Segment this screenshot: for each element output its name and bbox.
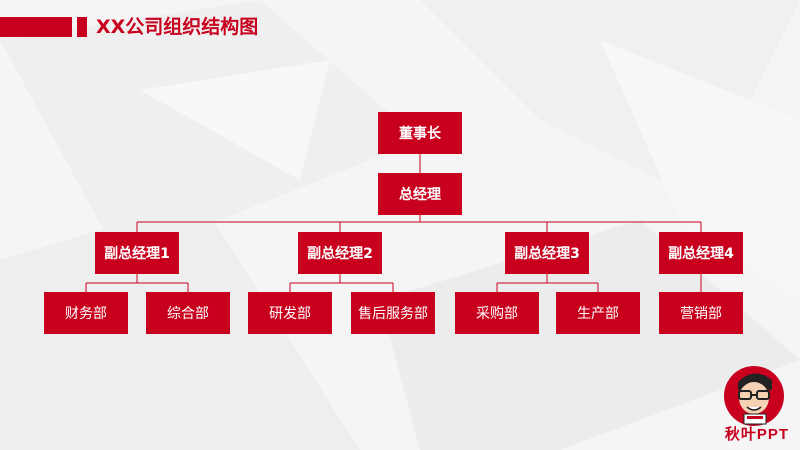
cartoon-mascot-icon <box>724 366 784 426</box>
title-accent-block <box>77 17 87 37</box>
title-accent-bar <box>0 17 72 37</box>
node-deputy-2: 副总经理2 <box>298 232 382 274</box>
node-deputy-1: 副总经理1 <box>95 232 179 274</box>
logo-text: 秋叶PPT <box>724 426 790 443</box>
node-deputy-4: 副总经理4 <box>659 232 743 274</box>
node-department: 财务部 <box>44 292 128 334</box>
node-department: 研发部 <box>248 292 332 334</box>
node-deputy-3: 副总经理3 <box>505 232 589 274</box>
node-department: 营销部 <box>659 292 743 334</box>
node-department: 生产部 <box>556 292 640 334</box>
node-department: 综合部 <box>146 292 230 334</box>
page-title: XX公司组织结构图 <box>96 16 259 38</box>
node-department: 售后服务部 <box>351 292 435 334</box>
node-department: 采购部 <box>455 292 539 334</box>
node-general-manager: 总经理 <box>378 173 462 215</box>
node-chairman: 董事长 <box>378 112 462 154</box>
